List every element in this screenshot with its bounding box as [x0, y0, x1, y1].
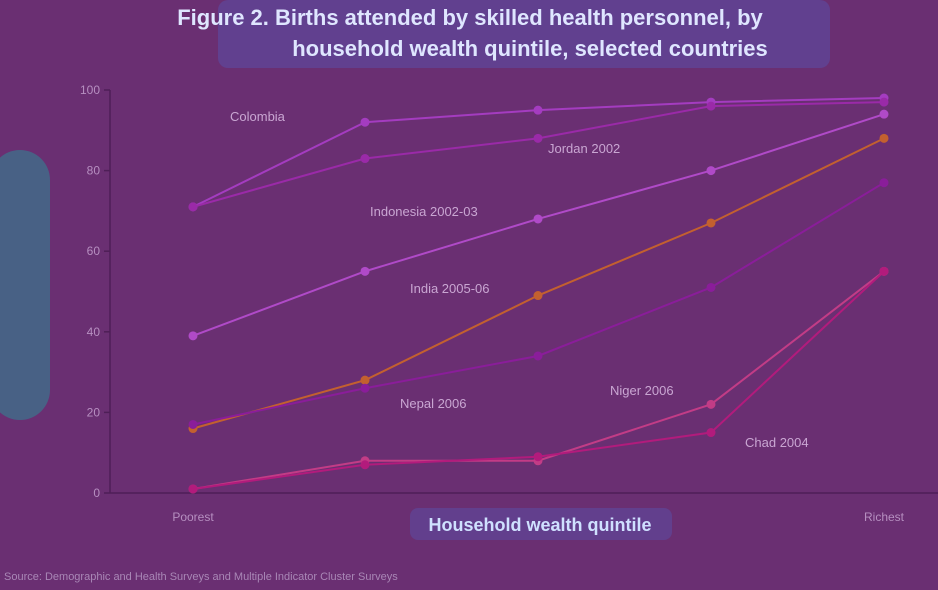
data-point	[706, 166, 716, 176]
series-line	[192, 137, 885, 430]
series-label: Colombia	[230, 109, 286, 124]
data-point	[533, 133, 543, 143]
chart-title-line-2: household wealth quintile, selected coun…	[292, 36, 768, 61]
x-tick-label: Richest	[864, 510, 905, 524]
left-edge-panel	[0, 150, 50, 420]
source-note: Source: Demographic and Health Surveys a…	[4, 571, 398, 583]
y-tick-label: 60	[87, 244, 101, 258]
x-axis-label: Household wealth quintile	[428, 515, 651, 535]
y-ticks: 0 20 40 60 80 100	[80, 83, 110, 500]
data-point	[360, 266, 370, 276]
data-point	[706, 428, 716, 438]
data-point	[533, 291, 543, 301]
series-points	[188, 93, 889, 494]
x-ticks: Poorest Richest	[172, 510, 904, 524]
data-point	[533, 214, 543, 224]
series-label: India 2005-06	[410, 281, 490, 296]
series-label: Indonesia 2002-03	[370, 204, 478, 219]
data-point	[188, 331, 198, 341]
y-tick-label: 40	[87, 325, 101, 339]
data-point	[360, 375, 370, 385]
data-point	[533, 351, 543, 361]
data-point	[188, 484, 198, 494]
data-point	[360, 460, 370, 470]
data-point	[533, 105, 543, 115]
data-point	[706, 399, 716, 409]
data-point	[188, 419, 198, 429]
series-line	[192, 113, 885, 337]
x-tick-label: Poorest	[172, 510, 214, 524]
y-tick-label: 20	[87, 405, 101, 419]
series-label: Chad 2004	[745, 435, 809, 450]
data-point	[360, 117, 370, 127]
series-label: Niger 2006	[610, 383, 674, 398]
data-point	[879, 133, 889, 143]
series-label: Jordan 2002	[548, 141, 620, 156]
series-label: Nepal 2006	[400, 396, 467, 411]
y-tick-label: 100	[80, 83, 100, 97]
data-point	[706, 282, 716, 292]
data-point	[879, 97, 889, 107]
data-point	[706, 101, 716, 111]
series-line	[192, 101, 885, 208]
title-highlight	[218, 0, 830, 68]
y-tick-label: 0	[93, 486, 100, 500]
data-point	[706, 218, 716, 228]
data-point	[879, 266, 889, 276]
data-point	[360, 154, 370, 164]
data-point	[879, 109, 889, 119]
chart-title-line-1: Figure 2. Births attended by skilled hea…	[177, 5, 763, 30]
data-point	[188, 202, 198, 212]
y-tick-label: 80	[87, 164, 101, 178]
data-point	[879, 178, 889, 188]
data-point	[360, 383, 370, 393]
data-point	[533, 452, 543, 462]
xlabel-highlight	[410, 508, 672, 540]
